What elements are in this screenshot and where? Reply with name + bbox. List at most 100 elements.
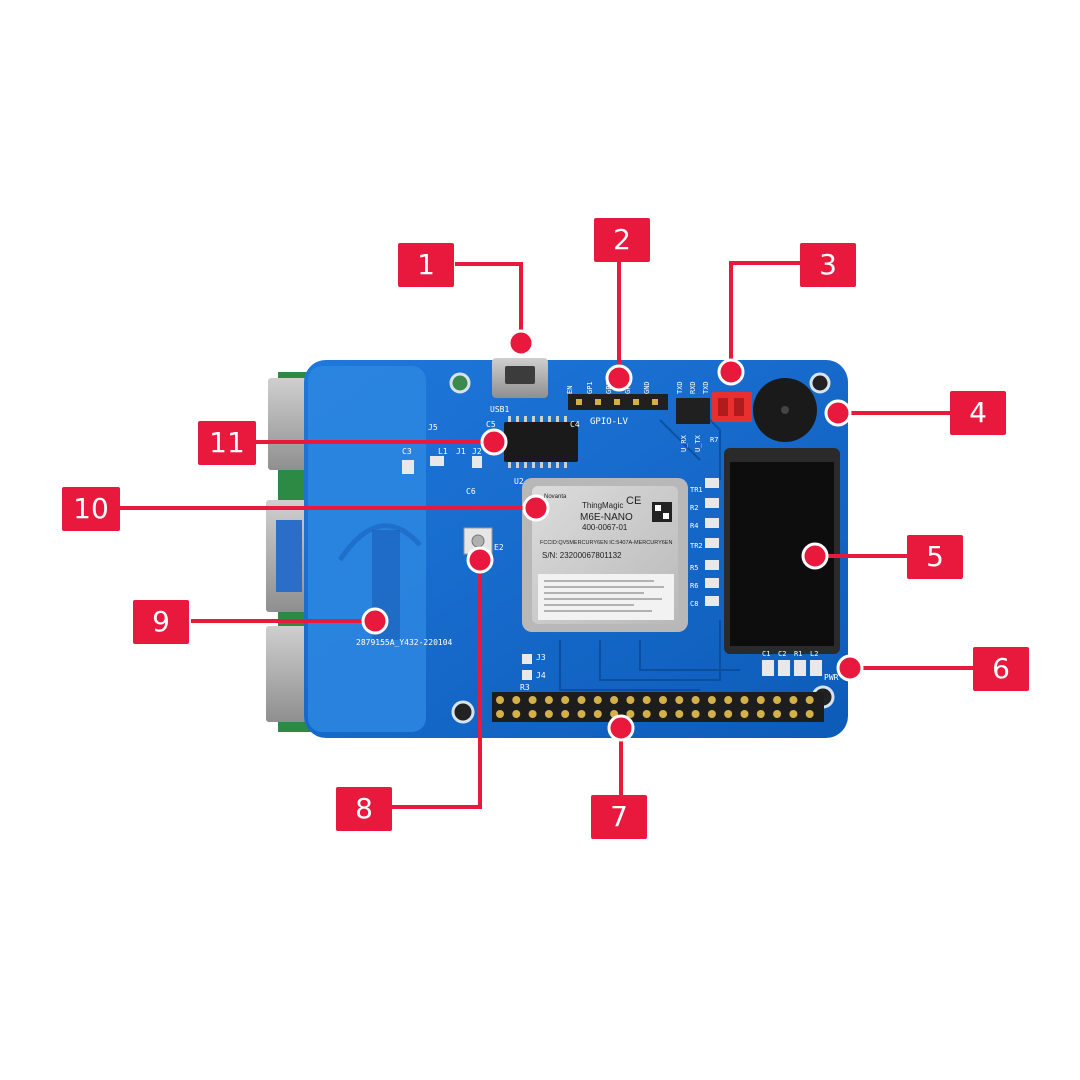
- callout-7: 7: [591, 795, 647, 839]
- uart-pin-rxd: RXD: [689, 381, 697, 394]
- header-pin: [724, 710, 733, 718]
- ref-tr2: TR2: [690, 542, 703, 550]
- level-shifter-chip: [504, 422, 578, 462]
- callout-2: 2: [594, 218, 650, 262]
- ref-r2: R2: [690, 504, 698, 512]
- header-pin: [642, 710, 651, 718]
- dot-4: [824, 399, 852, 427]
- callout-3: 3: [800, 243, 856, 287]
- dot-7: [607, 714, 635, 742]
- header-pin: [789, 710, 798, 718]
- header-pin: [512, 696, 521, 704]
- ref-l2: L2: [810, 650, 818, 658]
- header-pin: [740, 696, 749, 704]
- header-pin: [577, 710, 586, 718]
- ref-r4: R4: [690, 522, 698, 530]
- ref-c2: C2: [778, 650, 786, 658]
- header-pin: [756, 710, 765, 718]
- ref-j2: J2: [472, 447, 482, 456]
- ref-j1: J1: [456, 447, 466, 456]
- callout-leaders: [120, 258, 973, 809]
- gpio-silk: GPIO-LV: [590, 417, 629, 427]
- module-ce-mark: CE: [626, 495, 641, 507]
- gpio-pin-gnd: GND: [643, 381, 651, 394]
- leader-3: [729, 261, 803, 372]
- header-pin: [805, 696, 814, 704]
- ref-j4: J4: [536, 671, 546, 680]
- mounting-hole-tl: [449, 372, 471, 394]
- uart-header: [676, 398, 710, 424]
- module-brand-small: Novanta: [544, 494, 567, 500]
- uart-pin-txd: TXD: [676, 381, 684, 394]
- ref-r5: R5: [690, 564, 698, 572]
- module-fcc-id: FCCID:QV5MERCURY6EN IC:5407A-MERCURY6EN: [540, 540, 672, 546]
- header-pin: [724, 696, 733, 704]
- ref-c4: C4: [570, 420, 580, 429]
- header-pin: [691, 696, 700, 704]
- ref-c6: C6: [466, 487, 476, 496]
- header-pin: [577, 696, 586, 704]
- usb-port-top: [268, 378, 312, 470]
- header-pin: [626, 696, 635, 704]
- header-pin: [707, 710, 716, 718]
- dot-1: [507, 329, 535, 357]
- dot-3: [717, 358, 745, 386]
- ref-r1: R1: [794, 650, 802, 658]
- header-pin: [626, 710, 635, 718]
- ref-c3: C3: [402, 447, 412, 456]
- ref-e2: E2: [494, 543, 504, 552]
- callout-8: 8: [336, 787, 392, 831]
- header-pin: [675, 710, 684, 718]
- callout-9: 9: [133, 600, 189, 644]
- header-pin: [528, 710, 537, 718]
- ref-l1: L1: [438, 447, 448, 456]
- ref-c5: C5: [486, 420, 496, 429]
- module-serial: S/N: 23200067801132: [542, 551, 622, 560]
- ref-c8: C8: [690, 600, 698, 608]
- usb-silk: USB1: [490, 405, 509, 414]
- ref-u2: U2: [514, 477, 524, 486]
- header-pin: [659, 710, 667, 718]
- uart-u-tx: U_TX: [694, 434, 702, 452]
- leader-8: [392, 560, 482, 809]
- callout-6: 6: [973, 647, 1029, 691]
- dot-6: [836, 654, 864, 682]
- callout-4: 4: [950, 391, 1006, 435]
- pcb-part-number: 2879155A_Y432-220104: [356, 638, 453, 647]
- header-pin: [707, 696, 716, 704]
- callout-dots: [361, 329, 864, 742]
- header-pin: [561, 710, 570, 718]
- mounting-hole-bl: [451, 700, 475, 724]
- gpio-pin-gp2: GP2: [605, 381, 613, 394]
- leader-1: [455, 262, 523, 340]
- header-pin: [789, 696, 798, 704]
- module-brand: ThingMagic: [582, 501, 623, 510]
- uart-pin-txd2: TXD: [702, 381, 710, 394]
- header-pin: [593, 710, 602, 718]
- dot-9: [361, 607, 389, 635]
- header-pin: [512, 710, 521, 718]
- ref-j3: J3: [536, 653, 546, 662]
- header-pin: [740, 710, 749, 718]
- silkscreen: USB1 GPIO-LV EN GP1 GP2 GP4 GND TXD RXD …: [356, 381, 839, 692]
- header-pin: [496, 696, 504, 704]
- ethernet-port: [266, 626, 314, 722]
- callout-11: 11: [198, 421, 256, 465]
- header-pin: [773, 696, 782, 704]
- header-pin: [561, 696, 570, 704]
- uart-u-rx: U_RX: [680, 434, 688, 452]
- header-pin: [805, 710, 814, 718]
- module-part-number: 400-0067-01: [582, 523, 628, 532]
- ref-r3: R3: [520, 683, 530, 692]
- header-pin: [544, 710, 553, 718]
- mounting-hole-tr: [809, 372, 831, 394]
- ref-tr1: TR1: [690, 486, 703, 494]
- header-pin: [544, 696, 553, 704]
- dot-8: [466, 546, 494, 574]
- dot-10: [522, 494, 550, 522]
- header-pin: [642, 696, 651, 704]
- ref-pwr: PWR: [824, 673, 839, 682]
- header-pin: [691, 710, 700, 718]
- callout-10: 10: [62, 487, 120, 531]
